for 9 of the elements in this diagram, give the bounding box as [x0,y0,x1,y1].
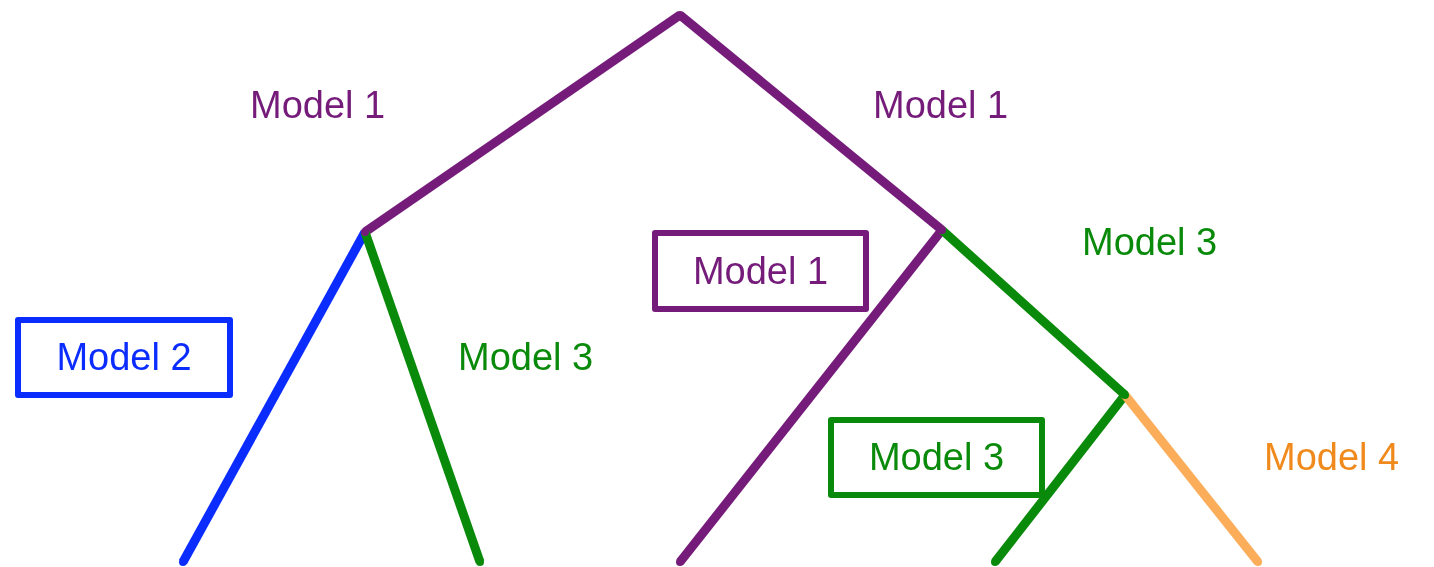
label-box [652,230,869,312]
tree-branch-line [1121,392,1262,565]
model-label: Model 3 [868,436,1005,479]
label-box [15,317,233,398]
model-label: Model 1 [692,249,829,293]
label-box [828,417,1045,498]
tree-branch-line [360,230,485,564]
model-label: Model 2 [56,336,192,379]
tree-branch-line [362,11,683,236]
